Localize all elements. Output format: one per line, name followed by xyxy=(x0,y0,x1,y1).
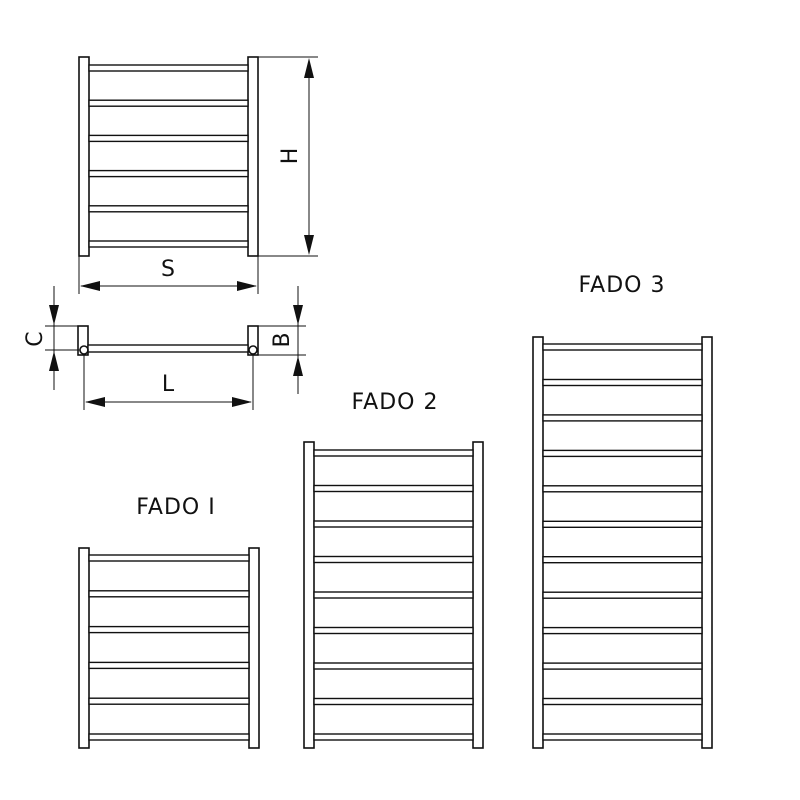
towel-bar xyxy=(88,554,250,562)
towel-bar xyxy=(313,591,474,599)
b-label: B xyxy=(270,332,295,347)
top-view-bar xyxy=(87,344,249,353)
c-label: C xyxy=(23,331,48,346)
towel-bar xyxy=(542,697,703,706)
towel-bar xyxy=(313,697,474,706)
reference-front-view xyxy=(78,56,259,257)
towel-bar xyxy=(88,697,250,705)
b-arrow-bottom xyxy=(293,356,303,376)
model-left-rail xyxy=(532,336,544,749)
towel-bar xyxy=(542,414,703,422)
towel-bar xyxy=(313,662,474,670)
towel-bar xyxy=(542,449,703,458)
model-fado-1: FADO I xyxy=(78,495,260,749)
model-title: FADO 3 xyxy=(579,273,666,298)
reference-left-rail xyxy=(78,56,90,257)
l-arrow-left xyxy=(85,397,105,407)
towel-bar xyxy=(313,484,474,493)
width-arrow-right xyxy=(237,281,257,291)
model-title: FADO I xyxy=(136,495,215,520)
model-fado-3: FADO 3 xyxy=(532,273,713,749)
towel-bar xyxy=(88,590,250,598)
towel-bar xyxy=(313,520,474,528)
b-dimension: B xyxy=(258,286,306,394)
top-view xyxy=(77,325,259,356)
towel-bar xyxy=(542,662,703,670)
towel-bar xyxy=(542,343,703,351)
model-bars xyxy=(313,449,474,741)
model-bars xyxy=(88,554,250,741)
towel-bar xyxy=(313,626,474,635)
b-arrow-top xyxy=(293,305,303,325)
height-arrow-top xyxy=(304,58,314,78)
width-dimension: S xyxy=(78,256,259,294)
towel-bar xyxy=(542,520,703,528)
towel-bar xyxy=(542,485,703,493)
towel-bar xyxy=(542,733,703,741)
l-label: L xyxy=(162,372,175,397)
towel-bar xyxy=(313,733,474,741)
reference-right-rail xyxy=(247,56,259,257)
towel-bar xyxy=(88,99,249,107)
towel-bar xyxy=(88,205,249,213)
width-arrow-left xyxy=(80,281,100,291)
reference-bars xyxy=(88,64,249,248)
top-view-right-connector xyxy=(248,345,258,355)
towel-bar xyxy=(88,625,250,634)
width-label: S xyxy=(161,257,175,282)
towel-bar xyxy=(542,378,703,387)
top-view-left-post xyxy=(77,325,89,356)
c-arrow-bottom xyxy=(49,351,59,371)
model-title: FADO 2 xyxy=(352,390,439,415)
l-dimension: L xyxy=(83,355,254,410)
model-bars xyxy=(542,343,703,741)
l-arrow-right xyxy=(232,397,252,407)
model-right-rail xyxy=(701,336,713,749)
towel-bar xyxy=(88,240,249,248)
model-left-rail xyxy=(303,441,315,749)
height-dimension: H xyxy=(258,56,318,257)
height-label: H xyxy=(278,148,303,165)
height-arrow-bottom xyxy=(304,235,314,255)
towel-bar xyxy=(88,134,249,143)
towel-bar xyxy=(88,64,249,72)
c-dimension: C xyxy=(23,286,80,390)
towel-bar xyxy=(313,449,474,457)
model-fado-2: FADO 2 xyxy=(303,390,484,749)
model-left-rail xyxy=(78,547,90,749)
model-right-rail xyxy=(472,441,484,749)
towel-bar xyxy=(88,733,250,741)
towel-bar xyxy=(88,169,249,178)
towel-bar xyxy=(313,555,474,564)
towel-bar xyxy=(542,591,703,599)
towel-bar xyxy=(88,661,250,670)
model-right-rail xyxy=(248,547,260,749)
c-arrow-top xyxy=(49,305,59,325)
towel-bar xyxy=(542,556,703,564)
towel-bar xyxy=(542,626,703,635)
